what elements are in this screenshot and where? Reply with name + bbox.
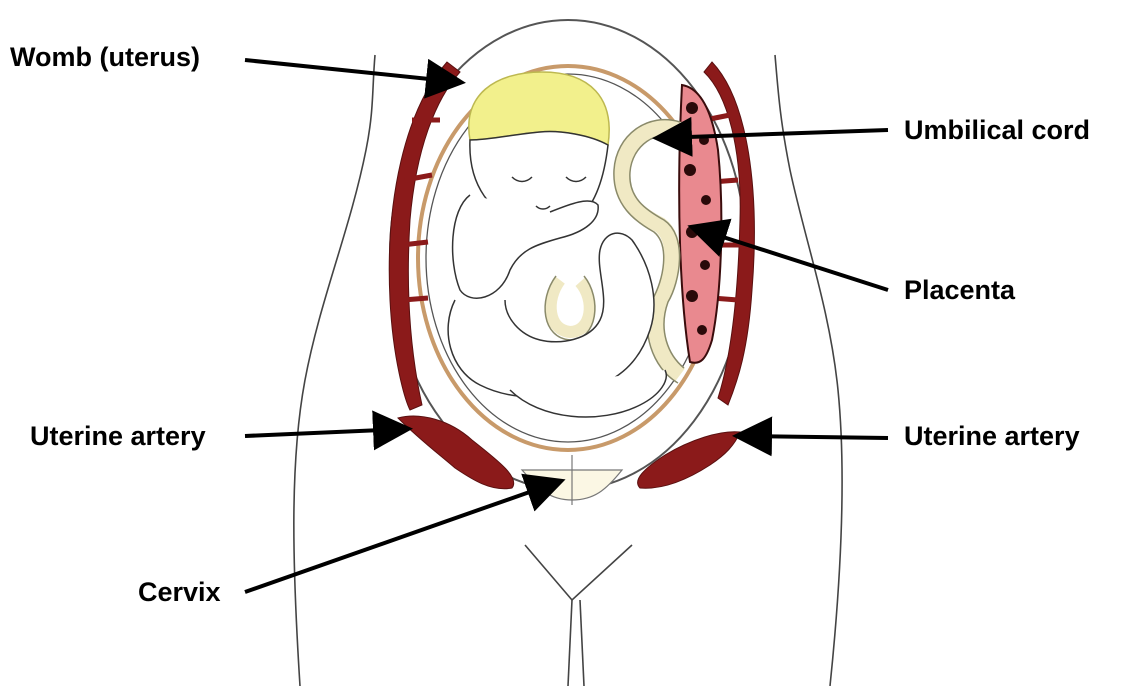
arrow-cervix — [245, 482, 558, 592]
leg-gap-right — [580, 600, 584, 686]
leg-gap-left — [568, 600, 572, 686]
label-uterine-artery-left: Uterine artery — [30, 423, 206, 450]
left-branch-4 — [403, 298, 428, 300]
label-placenta: Placenta — [904, 277, 1015, 304]
body-right-contour — [775, 55, 842, 686]
left-branch-3 — [402, 242, 428, 245]
label-umbilical-cord: Umbilical cord — [904, 117, 1090, 144]
body-left-contour — [294, 55, 375, 686]
groin-v-line — [525, 545, 632, 600]
label-cervix: Cervix — [138, 579, 221, 606]
label-uterine-artery-right: Uterine artery — [904, 423, 1080, 450]
arrow-uterine-artery-left — [245, 429, 405, 436]
label-womb: Womb (uterus) — [10, 44, 200, 71]
arrow-uterine-artery-right — [740, 436, 888, 438]
arrow-womb — [245, 60, 458, 82]
